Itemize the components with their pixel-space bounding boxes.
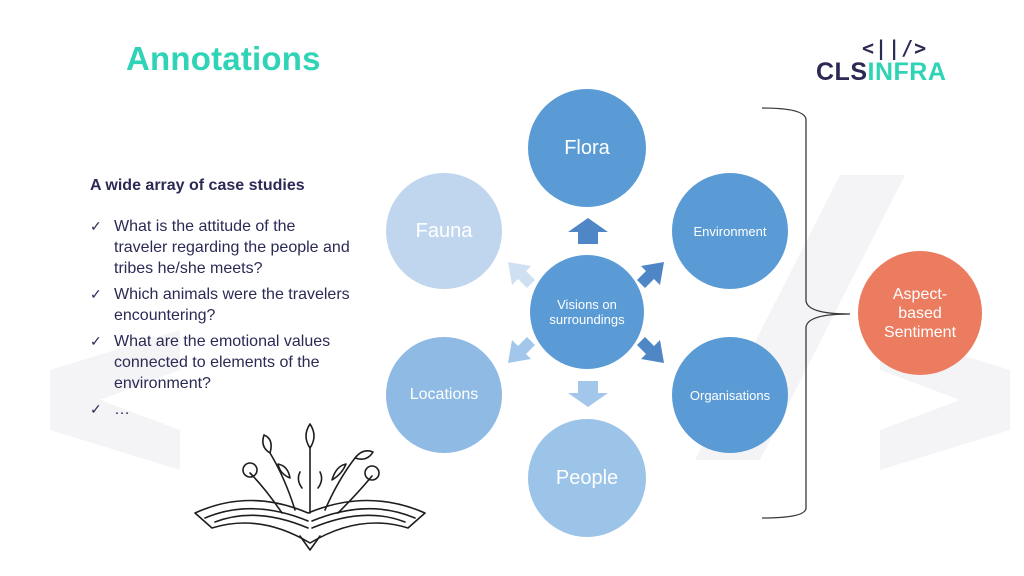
node-label: Organisations (689, 387, 771, 403)
node-label: Environment (693, 223, 767, 239)
center-node-label: Visions on surroundings (549, 297, 625, 327)
node-fauna: Fauna (386, 173, 502, 289)
node-label: Locations (409, 386, 479, 403)
node-environment: Environment (672, 173, 788, 289)
case-studies-heading: A wide array of case studies (90, 177, 305, 194)
logo-text-cls: CLS (816, 58, 868, 86)
outcome-label: Aspect-based Sentiment (883, 285, 957, 341)
list-item-text: What are the emotional values connected … (114, 333, 331, 392)
checkmark-icon: ✓ (90, 286, 102, 302)
node-organisations: Organisations (672, 337, 788, 453)
checkmark-icon: ✓ (90, 401, 102, 417)
arrow-upper-right-icon (637, 262, 664, 288)
node-visions-on-surroundings: Visions on surroundings (530, 255, 644, 369)
node-flora: Flora (528, 89, 646, 207)
list-item-text: Which animals were the travelers encount… (114, 286, 350, 324)
arrow-down-icon (568, 381, 608, 407)
logo-text: CLSINFRA (816, 58, 946, 87)
list-item-text: What is the attitude of the traveler reg… (114, 218, 350, 277)
list-item: ✓… (90, 399, 350, 420)
arrow-lower-left-icon (508, 337, 535, 363)
node-label: People (555, 466, 619, 489)
logo-text-infra: INFRA (867, 58, 947, 86)
list-item-text: … (114, 401, 130, 418)
cls-infra-logo: <||/> CLSINFRA (816, 36, 956, 92)
node-label: Fauna (415, 219, 473, 242)
book-flowers-illustration (194, 423, 426, 551)
list-item: ✓ What is the attitude of the traveler re… (90, 216, 350, 279)
arrow-up-icon (568, 218, 608, 244)
arrow-upper-left-icon (508, 262, 535, 288)
checkmark-icon: ✓ (90, 333, 102, 349)
case-studies-list: ✓ What is the attitude of the traveler re… (90, 216, 350, 425)
node-label: Flora (564, 136, 610, 159)
node-people: People (528, 419, 646, 537)
node-aspect-based-sentiment: Aspect-based Sentiment (858, 251, 982, 375)
list-item: ✓ What are the emotional values connected… (90, 331, 350, 394)
checkmark-icon: ✓ (90, 218, 102, 234)
list-item: ✓ Which animals were the travelers encoun… (90, 284, 350, 326)
arrow-lower-right-icon (637, 337, 664, 363)
logo-mark: <||/> (862, 36, 928, 60)
node-locations: Locations (386, 337, 502, 453)
slide-title: Annotations (126, 40, 321, 77)
